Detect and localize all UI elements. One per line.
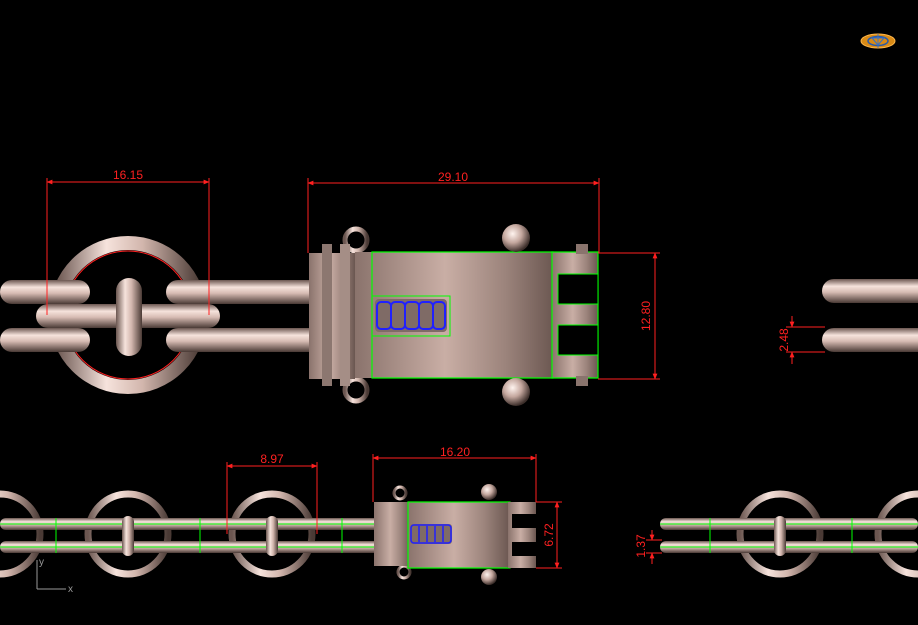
- dim-top-ring-width[interactable]: 16.15: [113, 168, 143, 182]
- bottom-ring-4[interactable]: [736, 490, 824, 578]
- dimension-lines: [46, 178, 825, 569]
- bottom-clasp-fork-gap-upper: [512, 514, 536, 528]
- top-right-bar-lower[interactable]: [822, 328, 918, 352]
- bottom-ring-1[interactable]: [0, 490, 44, 578]
- top-link-bar-left-lower[interactable]: [0, 328, 90, 352]
- bottom-chain-right: [660, 490, 918, 578]
- top-clasp-fork-selection: [551, 251, 599, 379]
- bottom-clasp[interactable]: [374, 484, 536, 585]
- top-clasp-ball-top[interactable]: [502, 224, 530, 252]
- top-clasp-slot: [371, 295, 451, 337]
- top-link-bar-right-upper[interactable]: [166, 280, 346, 304]
- bottom-ring-5[interactable]: [874, 490, 918, 578]
- dim-top-bar-gap[interactable]: 2.48: [777, 328, 791, 352]
- bottom-right-selection-lines: [660, 518, 918, 553]
- top-clasp-fork[interactable]: [552, 252, 598, 378]
- top-clasp-ball-bottom[interactable]: [502, 378, 530, 406]
- top-clasp[interactable]: [309, 224, 599, 406]
- bottom-clasp-spring: [410, 524, 452, 544]
- bottom-ring-3[interactable]: [228, 490, 316, 578]
- top-clasp-pin-left: [322, 244, 332, 386]
- top-clasp-pin-right: [340, 244, 350, 386]
- bottom-clasp-eyelet-top[interactable]: [392, 485, 408, 501]
- bottom-clasp-fork[interactable]: [508, 502, 536, 568]
- bottom-ring-2[interactable]: [84, 490, 172, 578]
- bottom-clasp-fork-gap-lower: [512, 542, 536, 556]
- bottom-bar-selection-lines: [0, 518, 398, 553]
- dim-top-clasp-height[interactable]: 12.80: [639, 301, 653, 331]
- dim-bottom-ring-width[interactable]: 8.97: [260, 452, 284, 466]
- top-right-bar-upper[interactable]: [822, 279, 918, 303]
- view-cube-icon[interactable]: [860, 33, 896, 49]
- top-link-vertical-pill[interactable]: [116, 278, 142, 356]
- top-clasp-eyelet-bottom[interactable]: [342, 376, 370, 404]
- bottom-pill-3[interactable]: [774, 516, 786, 556]
- top-clasp-spring: [375, 299, 447, 332]
- top-chain-assembly: [0, 236, 346, 394]
- top-clasp-eyelet-top[interactable]: [342, 226, 370, 254]
- top-clasp-fork-tab-top: [576, 244, 588, 254]
- top-clasp-fork-gap-upper: [558, 274, 598, 304]
- bottom-pill-1[interactable]: [122, 516, 134, 556]
- bottom-clasp-ball-top[interactable]: [481, 484, 497, 500]
- bottom-clasp-ball-bottom[interactable]: [481, 569, 497, 585]
- dim-top-clasp-width[interactable]: 29.10: [438, 170, 468, 184]
- bottom-clasp-end-plate[interactable]: [374, 502, 410, 566]
- dim-bottom-bar-gap[interactable]: 1.37: [634, 534, 648, 558]
- top-clasp-fork-gap-lower: [558, 325, 598, 355]
- dim-bottom-clasp-width[interactable]: 16.20: [440, 445, 470, 459]
- axis-x-label: x: [68, 584, 73, 595]
- top-link-bar-right-lower[interactable]: [166, 328, 346, 352]
- dim-bottom-clasp-height[interactable]: 6.72: [542, 523, 556, 547]
- top-clasp-fork-tab-bottom: [576, 376, 588, 386]
- axis-y-label: y: [39, 557, 44, 568]
- top-link-bar-left-upper[interactable]: [0, 280, 90, 304]
- top-clasp-fork-gap-lower-outline: [557, 324, 599, 356]
- top-clasp-fork-gap-upper-outline: [557, 273, 599, 305]
- axis-indicator: y x: [36, 557, 73, 595]
- bottom-pill-2[interactable]: [266, 516, 278, 556]
- bottom-chain-left: [0, 490, 398, 578]
